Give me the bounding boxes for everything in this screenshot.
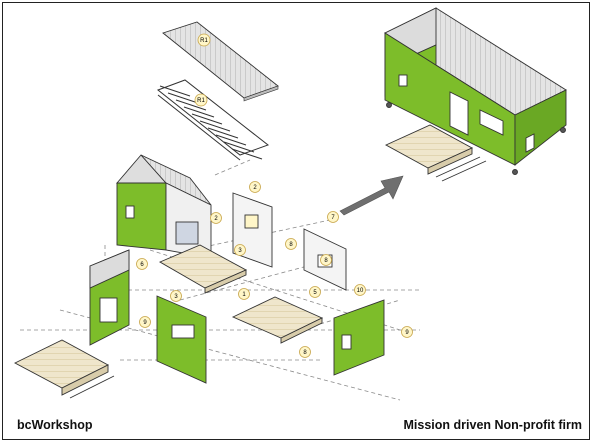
svg-text:8: 8 (289, 242, 293, 248)
floor-platforms (14, 244, 324, 399)
tag-w6: 8 (320, 254, 332, 266)
svg-text:5: 5 (313, 290, 317, 296)
svg-text:9: 9 (143, 320, 147, 326)
tag-roof: R1 (197, 33, 211, 47)
svg-text:6: 6 (140, 262, 144, 268)
tag-f7: 8 (299, 346, 311, 358)
tag-f8: 9 (401, 326, 413, 338)
svg-text:3: 3 (238, 248, 242, 254)
svg-text:2: 2 (214, 216, 218, 222)
tag-f1: 1 (238, 288, 250, 300)
tag-f3: 5 (309, 286, 321, 298)
svg-text:7: 7 (331, 215, 335, 221)
svg-text:3: 3 (174, 294, 178, 300)
org-name-caption: bcWorkshop (17, 418, 93, 432)
svg-text:2: 2 (253, 185, 257, 191)
org-tagline-caption: Mission driven Non-profit firm (403, 418, 582, 432)
tag-f2: 3 (170, 290, 182, 302)
svg-text:8: 8 (324, 258, 328, 264)
svg-text:R1: R1 (200, 38, 208, 44)
tag-f4: 6 (136, 258, 148, 270)
tag-framing: R1 (194, 93, 208, 107)
tag-w3: 3 (234, 244, 246, 256)
svg-text:10: 10 (357, 288, 364, 294)
tag-w4: 8 (285, 238, 297, 250)
tag-f6: 9 (139, 316, 151, 328)
assembled-house (384, 7, 567, 182)
svg-text:8: 8 (303, 350, 307, 356)
roof-framing (156, 79, 270, 161)
svg-text:R1: R1 (197, 98, 205, 104)
svg-text:9: 9 (405, 330, 409, 336)
tag-w2: 2 (210, 212, 222, 224)
tag-f5: 10 (354, 284, 366, 296)
tag-w5: 7 (327, 211, 339, 223)
tag-w1: 2 (249, 181, 261, 193)
svg-text:1: 1 (242, 292, 246, 298)
assembly-arrow-icon (339, 175, 404, 216)
core-module (116, 154, 212, 259)
part-tags: R1 R1 2 2 3 8 7 8 1 3 5 6 10 9 8 9 (136, 33, 413, 358)
roof-panel (162, 21, 279, 102)
